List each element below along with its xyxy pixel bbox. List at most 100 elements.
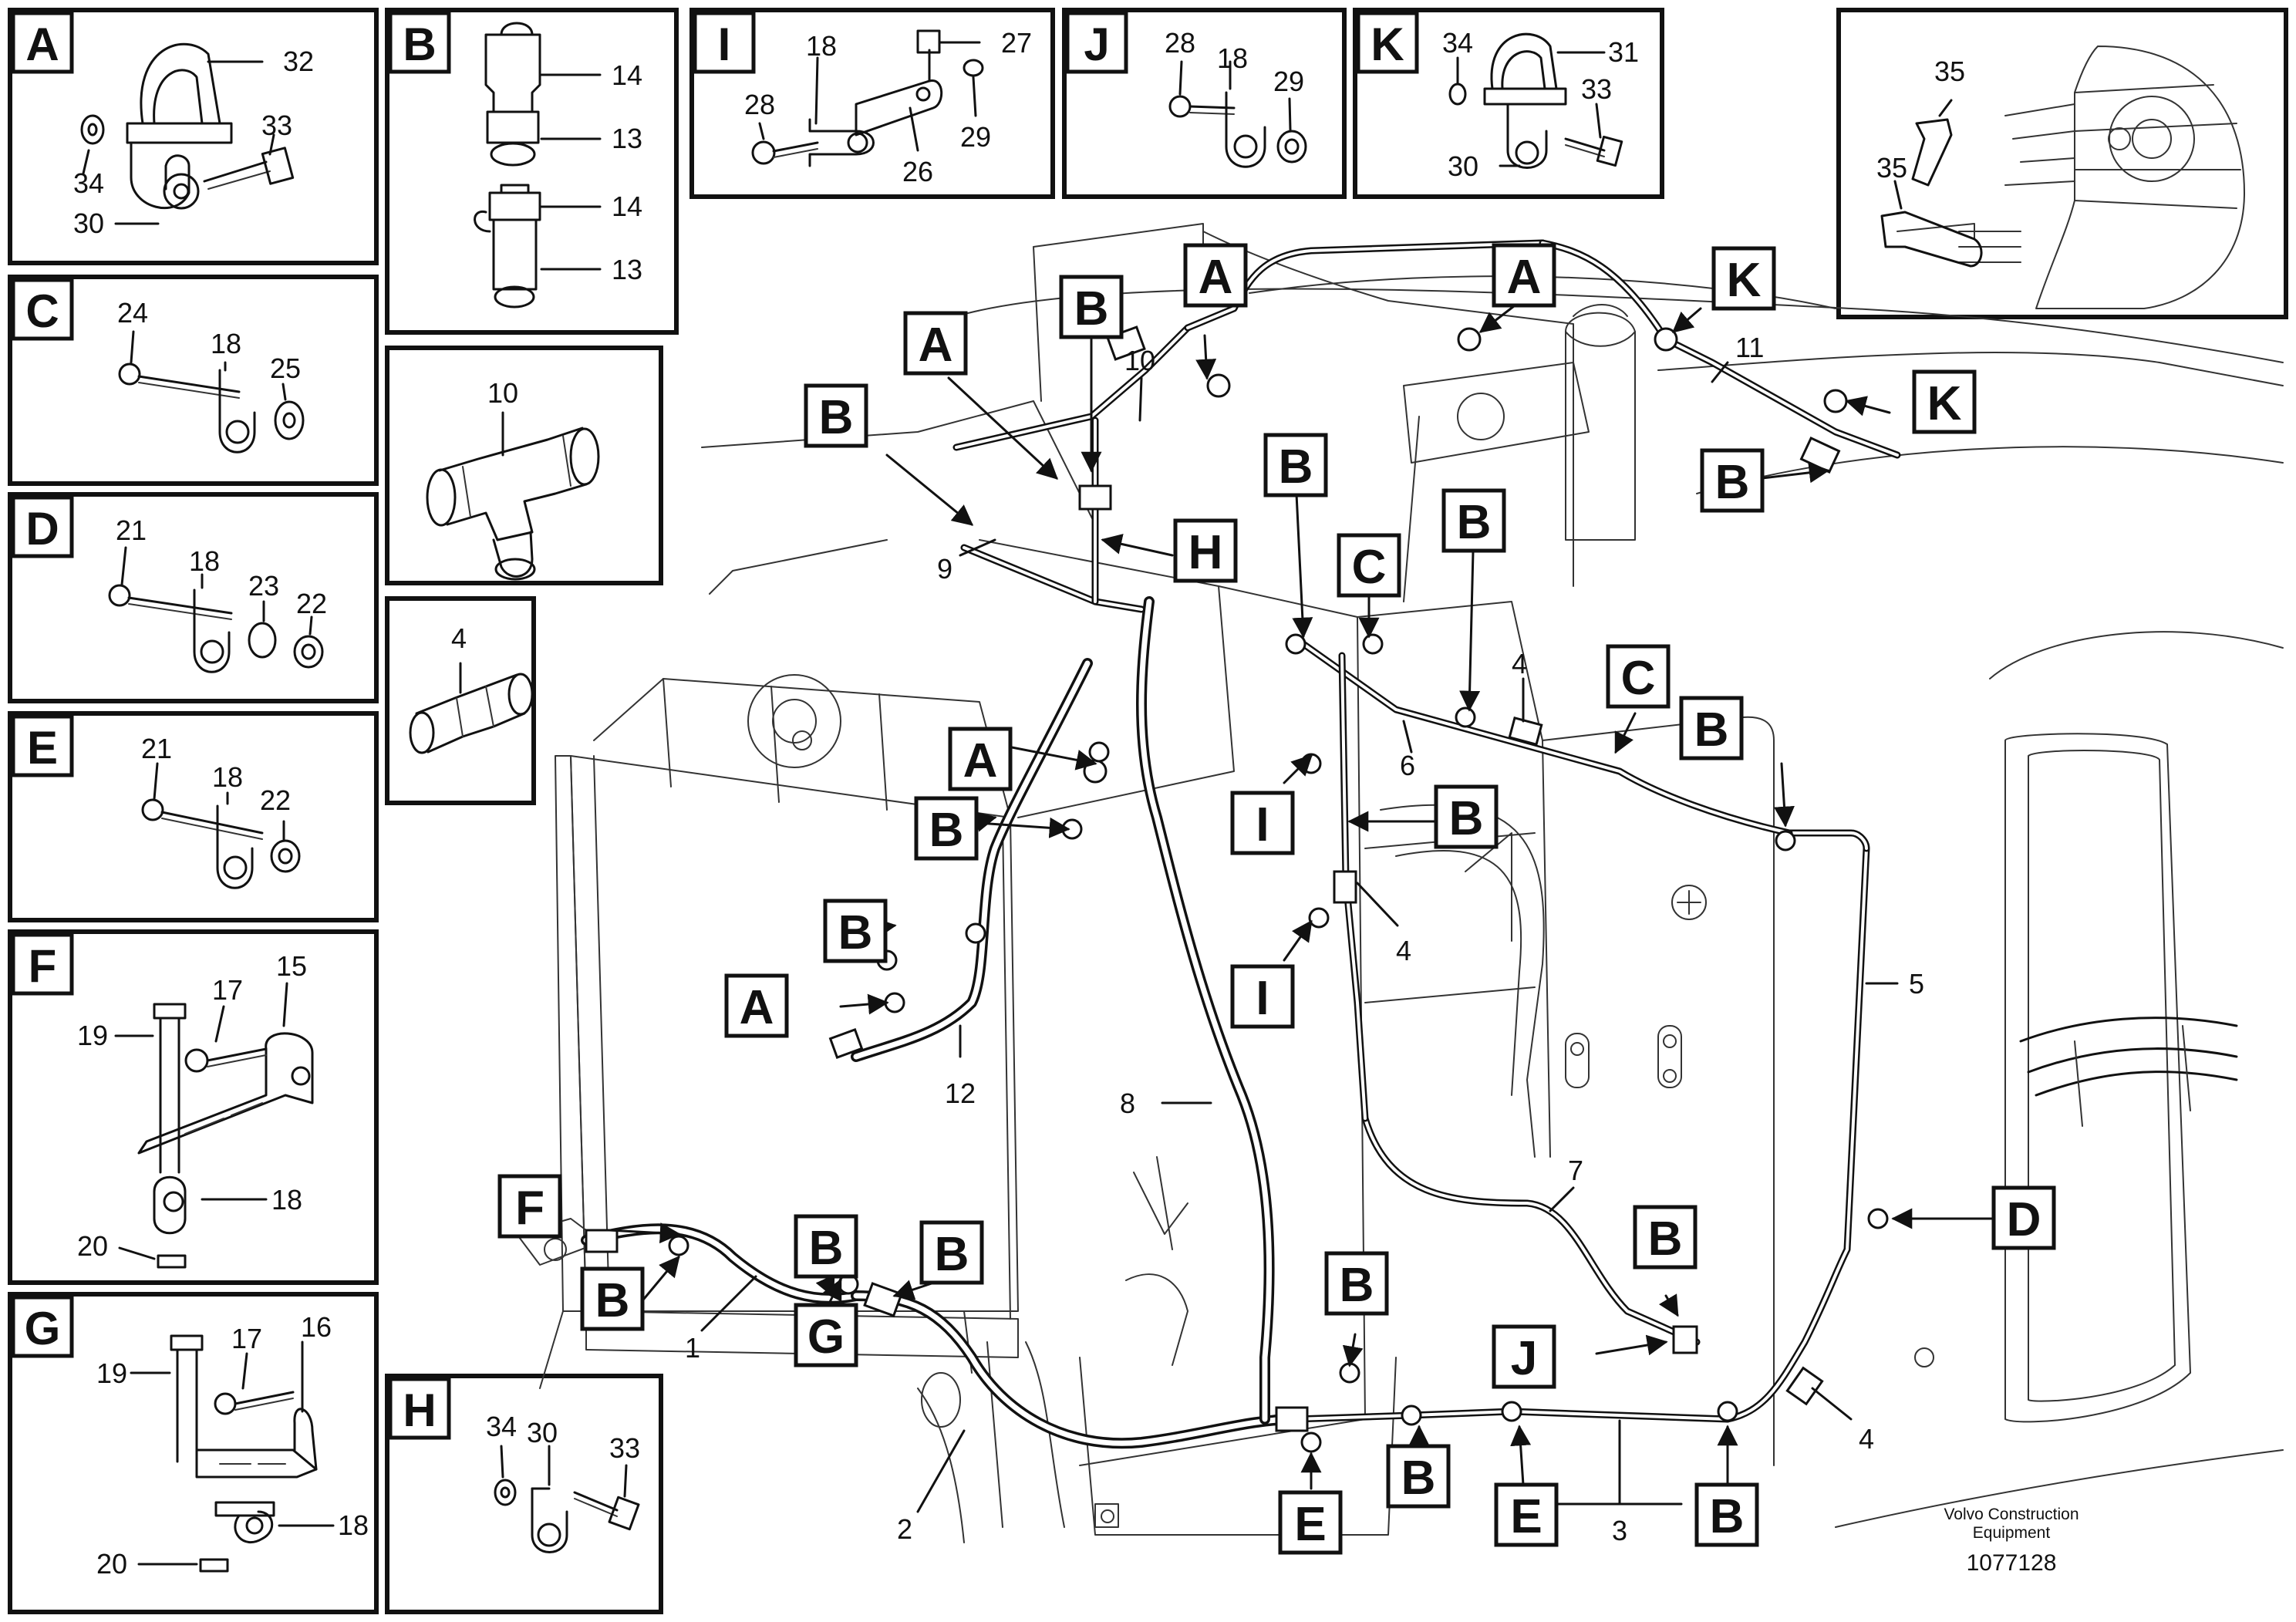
panel-d-letter: D (25, 503, 59, 555)
ref-box-e-2: E (1510, 1490, 1542, 1543)
ref-box-b-11: B (809, 1222, 844, 1275)
panel-g-part-17: 17 (231, 1323, 262, 1354)
panel-i-drawing (751, 29, 984, 167)
ref-box-k-1: K (1727, 254, 1762, 307)
panel-j-part-29: 29 (1273, 66, 1304, 97)
panel-d-part-22: 22 (296, 588, 327, 619)
ref-box-j: J (1511, 1332, 1537, 1385)
panel-d-part-23: 23 (248, 570, 279, 602)
panel-i-part-29: 29 (960, 121, 991, 153)
panel-c-letter: C (25, 285, 59, 337)
panel-4-part: 4 (451, 622, 467, 654)
panel-c-part-25: 25 (270, 352, 301, 384)
panel-g-drawing (130, 1334, 335, 1573)
ref-box-f: F (515, 1182, 544, 1235)
panel-j-drawing (1168, 60, 1307, 168)
panel-35-part-b: 35 (1876, 152, 1907, 184)
panel-j-part-28: 28 (1165, 27, 1195, 59)
ref-box-b-2: B (1074, 282, 1109, 336)
main-part-3: 3 (1612, 1515, 1627, 1546)
panel-d-drawing (108, 546, 324, 673)
panel-b-part-13b: 13 (612, 254, 642, 285)
ref-box-a-4: A (963, 734, 998, 787)
ref-box-e-1: E (1294, 1498, 1326, 1551)
panel-a-part-32: 32 (283, 46, 314, 77)
panel-f-part-18: 18 (271, 1184, 302, 1216)
panel-c-drawing (118, 330, 305, 454)
main-part-4a: 4 (1512, 648, 1527, 679)
panel-a-part-33: 33 (261, 110, 292, 141)
ref-box-b-8: B (1449, 792, 1484, 845)
ref-box-c-1: C (1352, 541, 1387, 594)
panel-i-part-28: 28 (744, 89, 775, 120)
ref-box-b-12: B (935, 1228, 969, 1281)
panel-b-part-14: 14 (612, 59, 642, 91)
panel-h-part-30: 30 (527, 1417, 558, 1448)
panel-b-drawing (474, 22, 602, 309)
panel-g-part-20: 20 (96, 1548, 127, 1580)
ref-box-b-15: B (1710, 1490, 1745, 1543)
panel-f-drawing (114, 982, 314, 1269)
panel-c-part-24: 24 (117, 297, 148, 329)
panel-c-part-18: 18 (211, 328, 241, 359)
ref-box-i-2: I (1256, 972, 1269, 1025)
main-part-7: 7 (1568, 1155, 1583, 1186)
ref-box-h: H (1188, 526, 1223, 579)
panel-35-part-a: 35 (1934, 56, 1965, 87)
machine-outline (516, 223, 2284, 1543)
panel-35-drawing (1880, 46, 2245, 309)
panel-i-part-26: 26 (902, 156, 933, 187)
panel-h-part-33: 33 (609, 1432, 640, 1464)
main-part-1: 1 (685, 1332, 700, 1364)
panel-e-part-22: 22 (260, 784, 291, 816)
ref-box-b-7: B (929, 804, 964, 857)
ref-box-b-3: B (1715, 456, 1750, 509)
panel-j-letter: J (1084, 19, 1109, 70)
panel-e-part-21: 21 (141, 733, 172, 764)
panel-d-part-18: 18 (189, 545, 220, 577)
main-part-8: 8 (1120, 1088, 1135, 1119)
panel-k-part-34: 34 (1442, 27, 1473, 59)
panel-g-part-16: 16 (301, 1311, 332, 1343)
ref-box-k-2: K (1927, 377, 1962, 430)
panel-i-letter: I (718, 19, 731, 70)
main-part-9: 9 (937, 553, 952, 585)
panel-g-part-18: 18 (338, 1509, 369, 1541)
panel-4-drawing (409, 662, 534, 754)
detail-ref-arrows (608, 292, 1995, 1490)
detail-ref-boxes: A B A B A A K K B B H B C B C A B I B (497, 243, 2056, 1555)
panel-e-part-18: 18 (212, 761, 243, 793)
ref-box-b-16-letter: B (1401, 1452, 1436, 1505)
panel-k-drawing (1448, 32, 1623, 169)
panel-h-letter: H (403, 1384, 436, 1436)
detail-panel-frames (8, 8, 2288, 1614)
panel-f-part-20: 20 (77, 1230, 108, 1262)
ref-box-b-5: B (1457, 496, 1492, 549)
hose-routing (581, 239, 1901, 1453)
ref-box-a-1: A (919, 319, 953, 372)
panel-b-part-13: 13 (612, 123, 642, 154)
panel-j-part-18: 18 (1217, 42, 1248, 74)
panel-g-letter: G (25, 1303, 61, 1354)
main-part-5: 5 (1909, 968, 1924, 1000)
panel-h-part-34: 34 (486, 1411, 517, 1442)
ref-box-a-2: A (1199, 251, 1233, 304)
panel-10-drawing (426, 411, 600, 581)
ref-box-b-9: B (838, 906, 873, 959)
main-part-6: 6 (1400, 750, 1415, 781)
panel-e-letter: E (27, 722, 58, 774)
panel-f-part-17: 17 (212, 974, 243, 1006)
ref-box-b-1: B (819, 391, 854, 444)
panel-d-part-21: 21 (116, 514, 147, 546)
ref-box-b-13: B (1648, 1212, 1683, 1266)
ref-box-i-1: I (1256, 798, 1269, 851)
ref-box-b-10: B (595, 1274, 630, 1327)
panel-e-drawing (141, 762, 301, 889)
panel-b-part-14b: 14 (612, 191, 642, 222)
panel-g-part-19: 19 (96, 1357, 127, 1389)
panel-i-part-18: 18 (806, 30, 837, 62)
ref-box-b-16 (1386, 1444, 1451, 1509)
panel-i-part-27: 27 (1001, 27, 1032, 59)
panel-a-part-30: 30 (73, 207, 104, 239)
